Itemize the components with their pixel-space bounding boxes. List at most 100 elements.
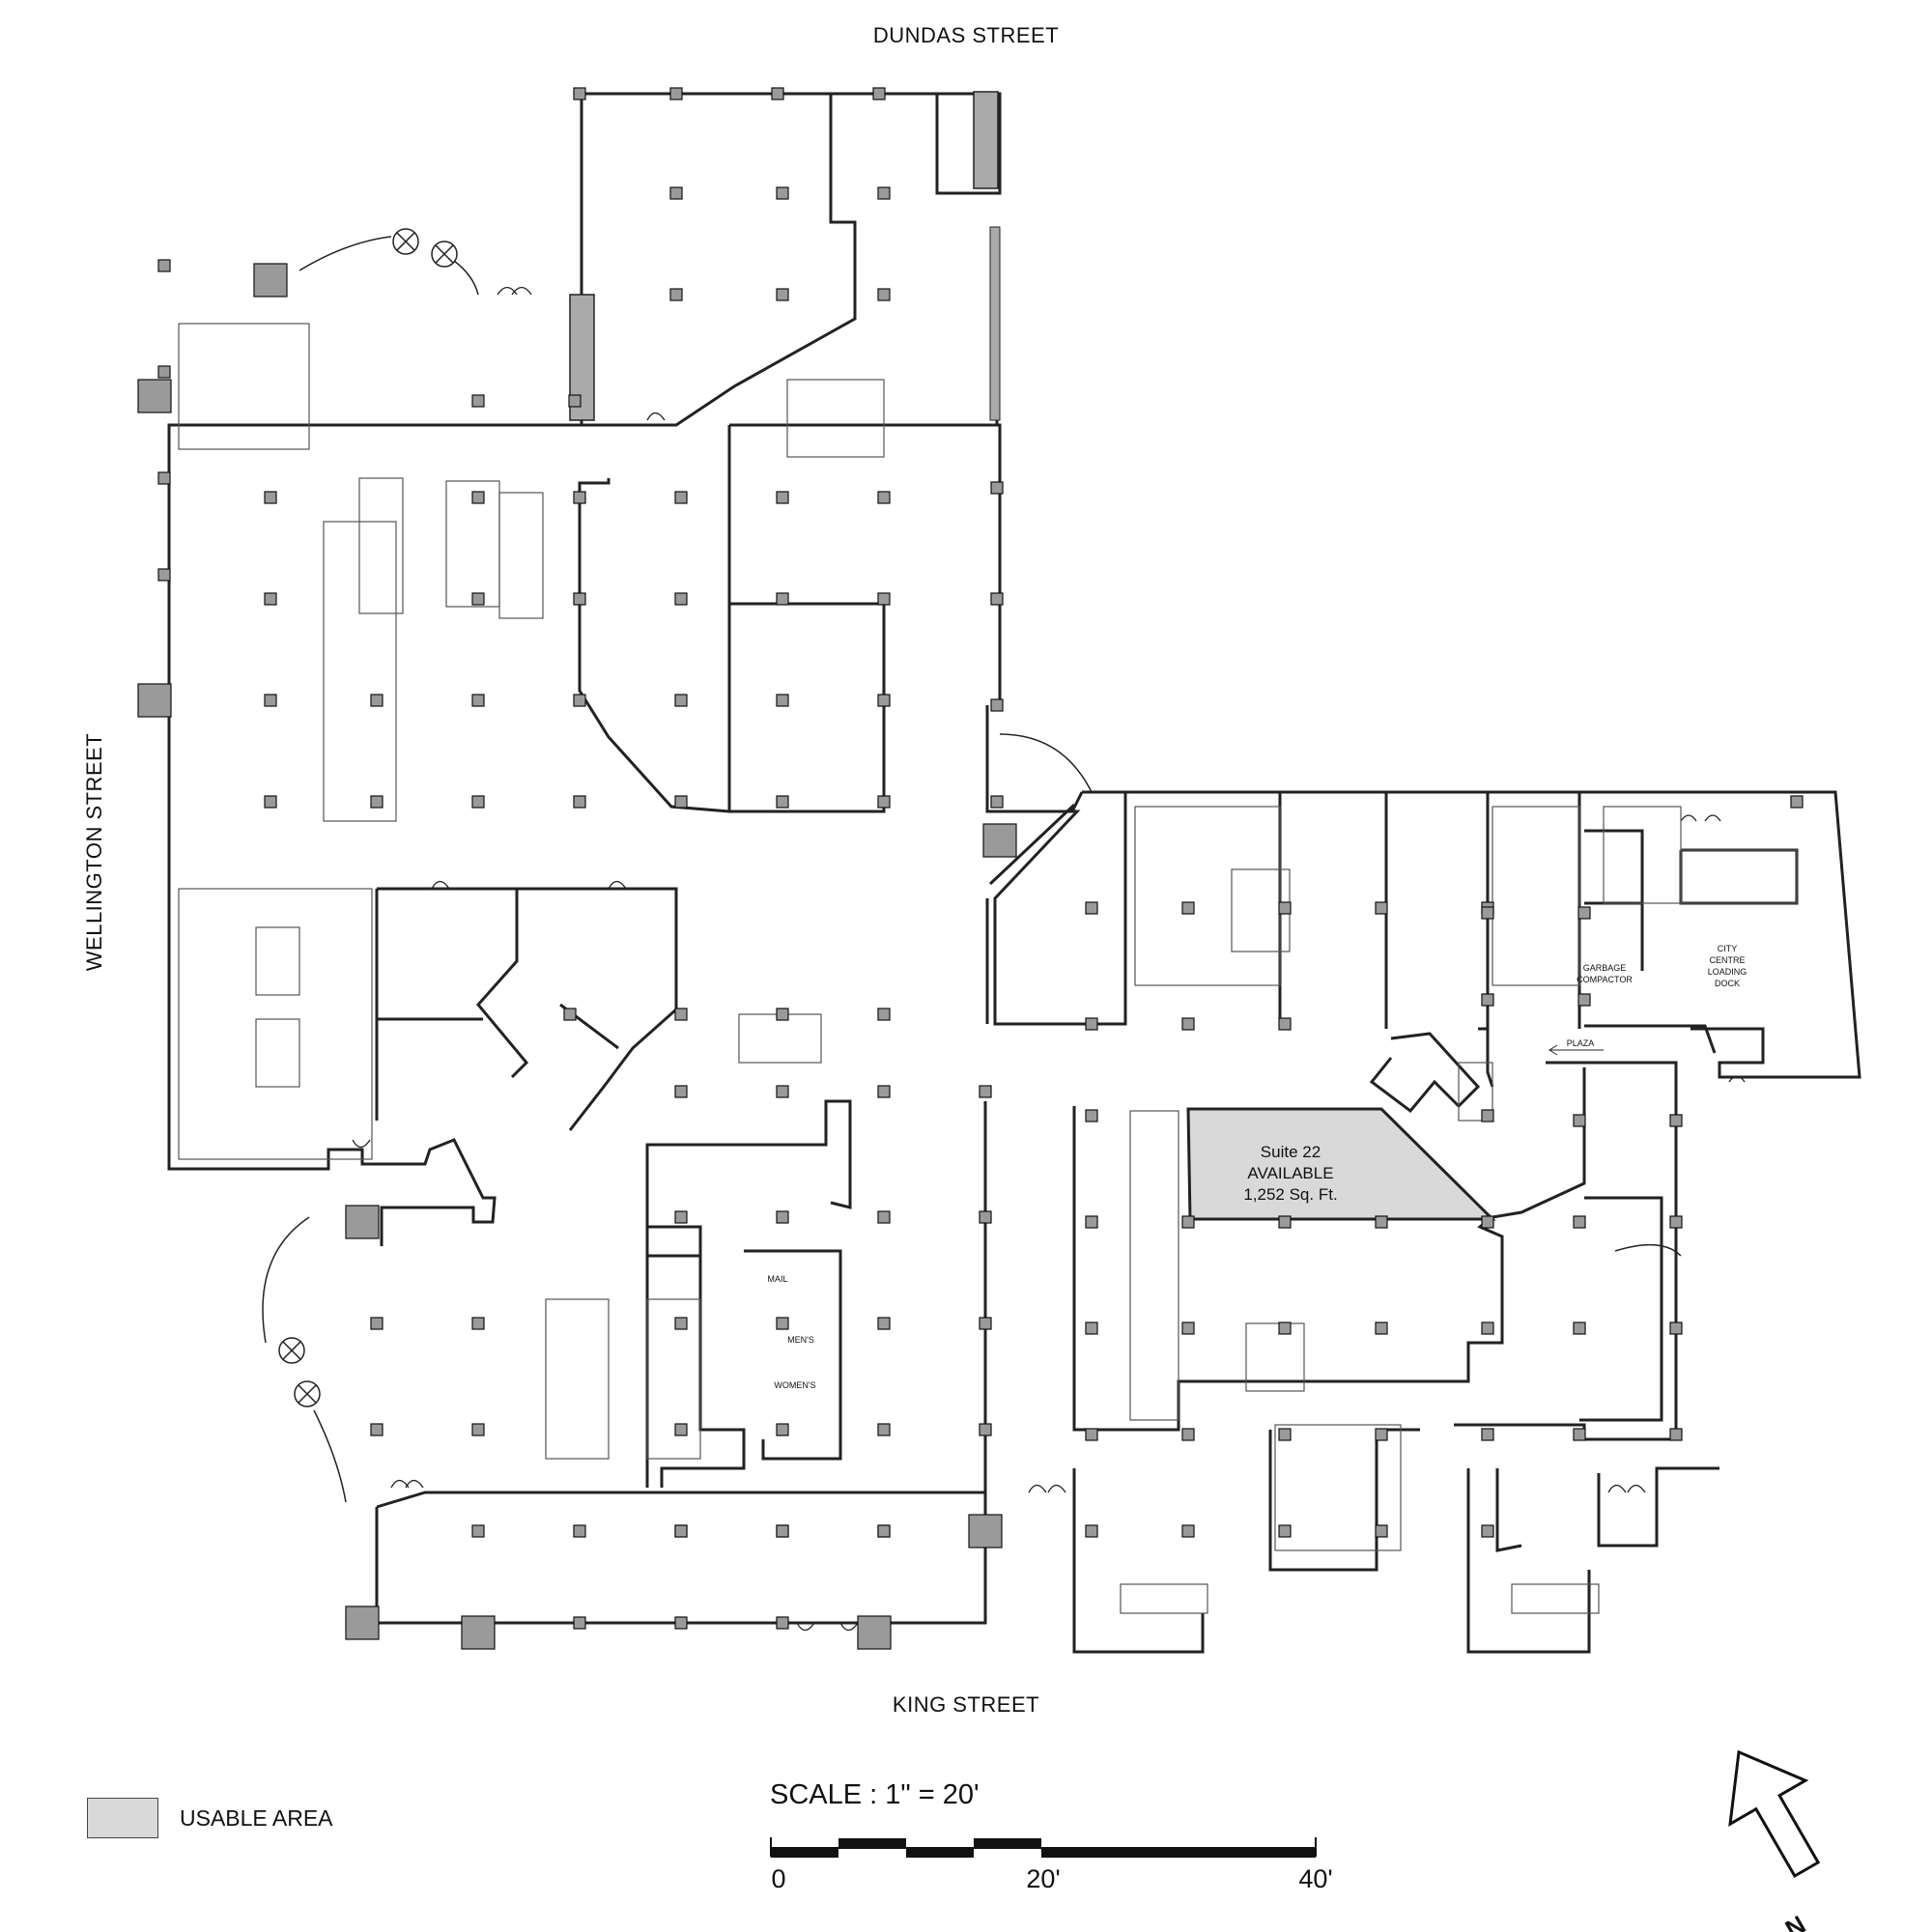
column-marker (1375, 1524, 1388, 1538)
legend-swatch (87, 1798, 158, 1838)
column-marker (877, 592, 891, 606)
pier-marker (345, 1605, 380, 1640)
dock-label-3: LOADING (1708, 967, 1747, 977)
column-marker (776, 795, 789, 809)
column-marker (1181, 1524, 1195, 1538)
garbage-label-2: COMPACTOR (1577, 975, 1633, 984)
column-marker (264, 592, 277, 606)
column-marker (674, 1524, 688, 1538)
column-marker (1375, 1215, 1388, 1229)
column-marker (573, 87, 586, 100)
scale-bar (770, 1837, 1317, 1858)
column-marker (776, 288, 789, 301)
column-marker (573, 491, 586, 504)
column-marker (1577, 906, 1591, 920)
shaded-piers (137, 263, 1017, 1650)
column-marker (471, 592, 485, 606)
column-marker (1278, 1017, 1292, 1031)
scale-tick-40: 40' (1298, 1864, 1333, 1893)
column-marker (157, 259, 171, 272)
column-marker (669, 288, 683, 301)
column-marker (877, 795, 891, 809)
column-marker (471, 394, 485, 408)
dock-label-2: CENTRE (1709, 955, 1745, 965)
column-marker (669, 186, 683, 200)
column-marker (674, 1085, 688, 1098)
column-marker (1573, 1428, 1586, 1441)
column-marker (674, 694, 688, 707)
column-marker (370, 1317, 384, 1330)
column-marker (471, 1524, 485, 1538)
street-label-west: WELLINGTON STREET (82, 732, 106, 972)
suite-22-area[interactable] (1186, 1107, 1496, 1221)
column-marker (471, 1423, 485, 1436)
pier-marker (982, 823, 1017, 858)
column-marker (674, 1210, 688, 1224)
column-marker (1278, 1428, 1292, 1441)
column-marker (1085, 1524, 1098, 1538)
column-marker (573, 795, 586, 809)
column-marker (771, 87, 784, 100)
column-marker (264, 491, 277, 504)
column-marker (776, 186, 789, 200)
column-marker (1085, 1321, 1098, 1335)
column-marker (1085, 1428, 1098, 1441)
column-marker (877, 1008, 891, 1021)
column-marker (1375, 1321, 1388, 1335)
north-arrow-icon (1728, 1749, 1821, 1879)
column-marker (877, 694, 891, 707)
column-marker (1181, 1215, 1195, 1229)
pier-marker (857, 1615, 892, 1650)
column-marker (674, 491, 688, 504)
column-marker (157, 365, 171, 379)
column-marker (877, 1524, 891, 1538)
column-marker (1085, 1215, 1098, 1229)
column-marker (1278, 1524, 1292, 1538)
pier-marker (968, 1514, 1003, 1548)
column-marker (1181, 1321, 1195, 1335)
pier-marker (137, 683, 172, 718)
column-marker (674, 1317, 688, 1330)
column-marker (776, 592, 789, 606)
column-marker (568, 394, 582, 408)
legend: USABLE AREA (87, 1797, 333, 1839)
pier-marker (461, 1615, 496, 1650)
column-marker (877, 186, 891, 200)
legend-label: USABLE AREA (180, 1804, 333, 1831)
elevator-cores (358, 91, 1798, 1614)
column-marker (370, 1423, 384, 1436)
column-marker (1790, 795, 1804, 809)
suite-22-name: Suite 22 (1261, 1143, 1321, 1161)
column-marker (990, 698, 1004, 712)
column-marker (573, 1616, 586, 1630)
column-marker (990, 795, 1004, 809)
column-marker (157, 568, 171, 582)
north-label: N (1780, 1910, 1810, 1932)
womens-room-label: WOMEN'S (774, 1380, 815, 1390)
column-marker (1278, 1321, 1292, 1335)
column-marker (776, 1085, 789, 1098)
pier-marker (345, 1205, 380, 1239)
garbage-label-1: GARBAGE (1583, 963, 1627, 973)
scale-title: SCALE : 1" = 20' (770, 1779, 980, 1810)
pier-marker (253, 263, 288, 298)
column-marker (1085, 901, 1098, 915)
column-marker (370, 795, 384, 809)
column-marker (264, 694, 277, 707)
column-marker (990, 481, 1004, 495)
column-marker (776, 694, 789, 707)
mail-room-label: MAIL (767, 1274, 787, 1284)
exterior-light-icons (262, 228, 1682, 1503)
column-marker (370, 694, 384, 707)
scale-tick-20: 20' (1026, 1864, 1061, 1893)
column-marker (1669, 1428, 1683, 1441)
column-marker (1573, 1114, 1586, 1127)
suite-22-area-label: 1,252 Sq. Ft. (1243, 1185, 1337, 1204)
column-marker (1085, 1017, 1098, 1031)
column-marker (1085, 1109, 1098, 1122)
column-marker (573, 694, 586, 707)
column-marker (1573, 1321, 1586, 1335)
column-marker (1669, 1215, 1683, 1229)
column-marker (979, 1210, 992, 1224)
